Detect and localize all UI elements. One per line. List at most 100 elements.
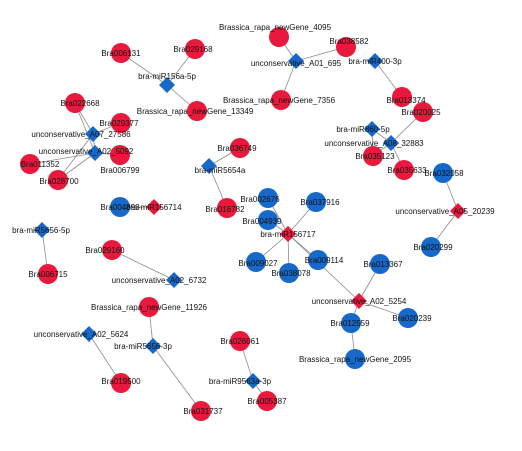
node-label: Bra037916 [300,198,340,207]
edge-A02_6732-Bra029160 [111,249,175,281]
node-mi156714-diamond[interactable] [146,199,162,215]
node-Bra038582-circle[interactable] [336,37,356,57]
node-label: Bra029168 [173,45,213,54]
node-Bra037916-circle[interactable] [306,192,326,212]
node-mi156717-diamond[interactable] [280,226,296,242]
node-Bra002676-circle[interactable] [258,188,278,208]
node-label: bra-miR156714 [126,203,182,212]
node-label: unconservative_A07_27586 [31,130,131,139]
node-label: unconservative_A02_6732 [112,276,207,285]
node-label: Bra005387 [247,397,287,406]
node-Bra016782-circle[interactable] [217,198,237,218]
node-label: bra-miR9563a-3p [209,377,272,386]
node-label: Bra002676 [240,195,280,204]
node-Bra026061-circle[interactable] [230,331,250,351]
node-label: Bra013367 [363,260,403,269]
node-mi156a-diamond[interactable] [159,77,175,93]
node-label: bra-miR5656-3p [114,342,172,351]
node-Bra035123-circle[interactable] [363,146,383,166]
node-Bra006799-circle[interactable] [110,145,130,165]
node-Bra019500-circle[interactable] [111,373,131,393]
node-label: Bra035633 [387,166,427,175]
node-Bra036749-circle[interactable] [230,138,250,158]
node-label: Bra009027 [238,259,278,268]
node-mi860-diamond[interactable] [364,121,380,137]
node-Bra029168-circle[interactable] [185,39,205,59]
node-Bra012559-circle[interactable] [341,313,361,333]
node-label: Bra035123 [355,152,395,161]
node-Bra020025-circle[interactable] [413,102,433,122]
node-Bra013367-circle[interactable] [370,254,390,274]
node-Bra004939-circle[interactable] [258,210,278,230]
node-layer [20,27,466,421]
node-label: Bra032058 [424,169,464,178]
node-mi5654a-diamond[interactable] [201,158,217,174]
node-label: Bra020025 [401,108,441,117]
node-A02_5092-diamond[interactable] [87,145,103,161]
node-label: Bra004939 [242,217,282,226]
node-Bra013374-circle[interactable] [392,87,412,107]
node-label: Bra006131 [101,49,141,58]
node-label: bra-miR5654a [195,166,246,175]
node-label: Bra026061 [220,337,260,346]
node-mi5656_3p-diamond[interactable] [145,338,161,354]
node-mi5656-diamond[interactable] [34,222,50,238]
node-label: Bra038582 [329,37,369,46]
node-Bra032058-circle[interactable] [433,163,453,183]
node-label: Bra029377 [99,119,139,128]
node-A07_27586-diamond[interactable] [85,126,101,142]
node-label: Bra028700 [39,177,79,186]
node-label: Brassica_rapa_newGene_4095 [219,23,332,32]
node-label: Bra009114 [305,256,344,265]
node-Bra009027-circle[interactable] [246,252,266,272]
node-mi400-diamond[interactable] [367,53,383,69]
node-Bra006715-circle[interactable] [38,264,58,284]
node-Bra011352-circle[interactable] [20,154,40,174]
node-Bra004893-circle[interactable] [110,197,130,217]
node-Bra038078-circle[interactable] [279,263,299,283]
node-A01_695-diamond[interactable] [288,53,304,69]
node-newGene11926-circle[interactable] [139,297,159,317]
node-label: Bra013374 [386,96,426,105]
node-newGene2095-circle[interactable] [345,349,365,369]
edge-A02_5092-Bra011352 [29,152,96,165]
node-label: Bra029160 [85,246,125,255]
node-label: bra-miR156a-5p [138,72,196,81]
node-mi9563a-diamond[interactable] [245,373,261,389]
node-newGene13349-circle[interactable] [187,101,207,121]
node-label: unconservative_A02_5254 [312,297,407,306]
node-label: Brassica_rapa_newGene_2095 [299,355,412,364]
node-Bra029377-circle[interactable] [111,113,131,133]
node-Bra020299-circle[interactable] [421,237,441,257]
node-label: Bra004893 [100,203,140,212]
node-Bra035633-circle[interactable] [394,160,414,180]
node-A05_20239-diamond[interactable] [450,203,466,219]
node-label: unconservative_A01_695 [251,59,342,68]
node-label: Bra022668 [60,99,100,108]
node-label: Bra020299 [413,243,453,252]
node-Bra031737-circle[interactable] [191,401,211,421]
node-label: Bra016782 [205,205,245,214]
node-A02_5624-diamond[interactable] [81,326,97,342]
node-Bra028700-circle[interactable] [48,170,68,190]
node-Bra009114-circle[interactable] [308,250,328,270]
node-newGene4095-circle[interactable] [269,27,289,47]
node-A08_32883-diamond[interactable] [383,135,399,151]
node-newGene7356-circle[interactable] [271,90,291,110]
node-A02_6732-diamond[interactable] [166,272,182,288]
node-Bra006131-circle[interactable] [111,43,131,63]
node-Bra029160-circle[interactable] [102,240,122,260]
node-label: Bra019500 [101,377,141,386]
node-label: Brassica_rapa_newGene_13349 [137,107,254,116]
node-Bra020239-circle[interactable] [398,308,418,328]
node-Bra022668-circle[interactable] [65,93,85,113]
node-Bra005387-circle[interactable] [257,391,277,411]
node-label: Bra038078 [271,269,311,278]
node-label: Bra006799 [100,166,140,175]
node-label: unconservative_A05_20239 [395,207,495,216]
edge-mi5656_3p-Bra031737 [152,345,202,412]
node-label: unconservative_A08_32883 [324,139,424,148]
node-A02_5254-diamond[interactable] [351,293,367,309]
node-label: bra-miR156717 [260,230,316,239]
